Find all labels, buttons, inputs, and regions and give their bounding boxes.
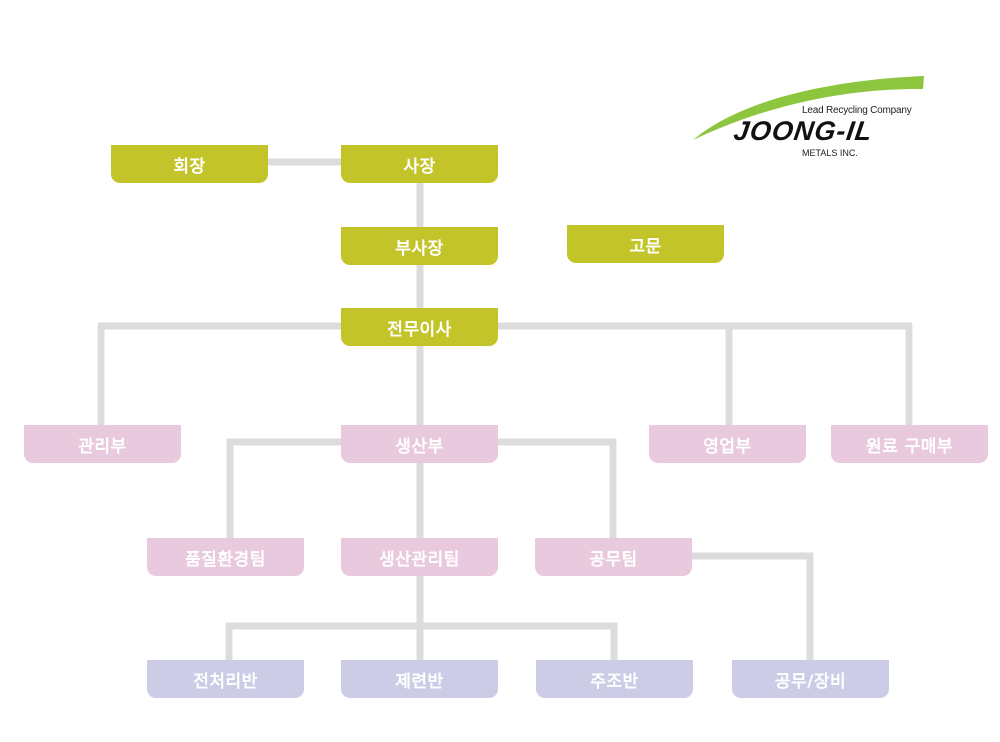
node-label: 제련반	[395, 671, 444, 692]
node-label: 생산관리팀	[379, 549, 460, 570]
node-casting-unit: 주조반	[536, 660, 693, 698]
node-chairman: 회장	[111, 145, 268, 183]
node-label: 관리부	[78, 436, 127, 457]
node-quality-environment-team: 품질환경팀	[147, 538, 304, 576]
node-raw-material-purchasing-dept: 원료 구매부	[831, 425, 988, 463]
node-refining-unit: 제련반	[341, 660, 498, 698]
node-vice-president: 부사장	[341, 227, 498, 265]
node-president: 사장	[341, 145, 498, 183]
node-pretreatment-unit: 전처리반	[147, 660, 304, 698]
node-sales-dept: 영업부	[649, 425, 806, 463]
node-label: 공무/장비	[774, 671, 847, 692]
node-label: 영업부	[703, 436, 752, 457]
node-production-management-team: 생산관리팀	[341, 538, 498, 576]
logo-subtitle: METALS INC.	[802, 148, 858, 158]
node-label: 회장	[173, 156, 206, 177]
node-advisor: 고문	[567, 225, 724, 263]
company-logo: Lead Recycling Company JOONG-IL METALS I…	[690, 72, 930, 162]
node-managing-director: 전무이사	[341, 308, 498, 346]
node-label: 전무이사	[387, 319, 452, 340]
node-label: 전처리반	[193, 671, 258, 692]
connector-engineering-equipment	[690, 552, 814, 662]
node-engineering-equipment-unit: 공무/장비	[732, 660, 889, 698]
node-label: 공무팀	[589, 549, 638, 570]
logo-wordmark: JOONG-IL	[731, 116, 875, 146]
node-engineering-team: 공무팀	[535, 538, 692, 576]
node-label: 고문	[629, 236, 662, 257]
node-label: 품질환경팀	[185, 549, 266, 570]
node-management-dept: 관리부	[24, 425, 181, 463]
connector-units-bar	[225, 622, 618, 662]
logo-swoosh-icon	[693, 76, 924, 140]
node-label: 주조반	[590, 671, 639, 692]
node-production-dept: 생산부	[341, 425, 498, 463]
node-label: 사장	[403, 156, 436, 177]
logo-tagline: Lead Recycling Company	[802, 105, 912, 116]
node-label: 생산부	[395, 436, 444, 457]
node-label: 원료 구매부	[865, 436, 954, 457]
node-label: 부사장	[395, 238, 444, 259]
